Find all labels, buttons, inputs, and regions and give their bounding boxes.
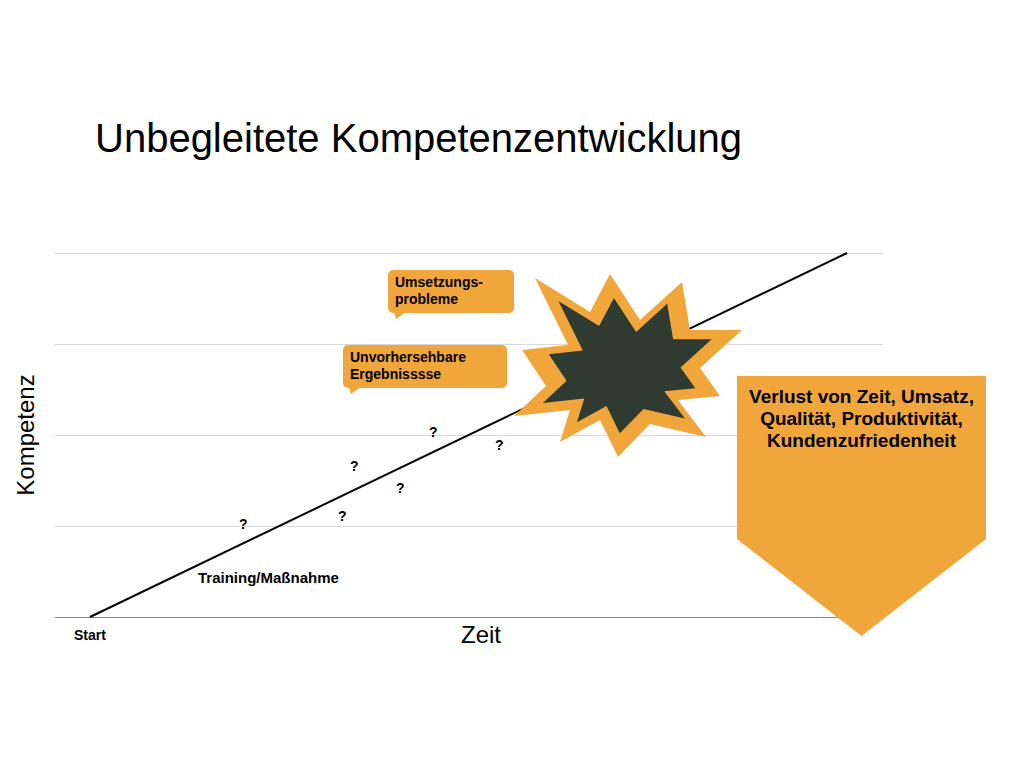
callout-tail: [394, 312, 408, 320]
loss-text: Verlust von Zeit, Umsatz, Qualität, Prod…: [737, 376, 986, 452]
x-axis: [55, 617, 883, 618]
explosion-inner: [543, 298, 712, 433]
measure-label: Training/Maßnahme: [198, 569, 339, 586]
title: Unbegleitete Kompetenzentwicklung: [95, 116, 742, 161]
axis-label: Zeit: [461, 621, 501, 649]
competence-line: [90, 253, 847, 617]
axis-label: Kompetenz: [12, 374, 40, 495]
callout-box: Umsetzungs- probleme: [388, 270, 514, 313]
question-mark: ?: [338, 508, 347, 524]
callout-tail: [349, 387, 363, 395]
explosion-outer: [514, 274, 742, 457]
start-label: Start: [74, 627, 106, 643]
question-mark: ?: [495, 437, 504, 453]
question-mark: ?: [239, 516, 248, 532]
question-mark: ?: [429, 424, 438, 440]
explosion-symbol: [514, 274, 742, 457]
callout-text: Umsetzungs- probleme: [395, 274, 507, 308]
question-mark: ?: [350, 458, 359, 474]
loss-arrow: Verlust von Zeit, Umsatz, Qualität, Prod…: [737, 376, 986, 636]
callout-text: Unvorhersehbare Ergebnisssse: [350, 349, 500, 383]
callout-box: Unvorhersehbare Ergebnisssse: [343, 345, 507, 388]
question-mark: ?: [396, 480, 405, 496]
